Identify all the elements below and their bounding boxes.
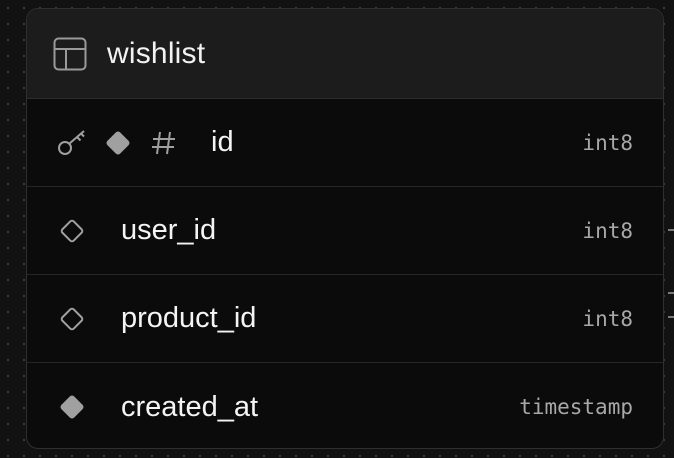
hash-icon — [149, 128, 179, 158]
column-row-user_id[interactable]: user_id int8 — [27, 187, 663, 275]
column-type: int8 — [582, 306, 633, 331]
column-name: product_id — [121, 302, 257, 334]
column-row-id[interactable]: id int8 — [27, 99, 663, 187]
column-type: timestamp — [519, 395, 633, 419]
column-row-created_at[interactable]: created_at timestamp — [27, 363, 663, 448]
column-row-product_id[interactable]: product_id int8 — [27, 275, 663, 363]
connector-handle[interactable] — [668, 292, 674, 294]
connector-handle[interactable] — [668, 229, 674, 231]
outline-diamond-icon — [57, 304, 87, 334]
table-icon — [53, 37, 87, 71]
column-name: user_id — [121, 214, 217, 246]
table-title: wishlist — [107, 36, 206, 70]
filled-diamond-icon — [57, 392, 87, 422]
table-header[interactable]: wishlist — [27, 9, 663, 99]
column-type: int8 — [582, 130, 633, 155]
column-type: int8 — [582, 218, 633, 243]
column-name: created_at — [121, 390, 259, 423]
column-name: id — [211, 126, 234, 158]
key-icon — [57, 128, 87, 158]
outline-diamond-icon — [57, 216, 87, 246]
connector-handle[interactable] — [668, 316, 674, 318]
filled-diamond-icon — [103, 128, 133, 158]
table-node-wishlist[interactable]: wishlist — [26, 8, 664, 449]
